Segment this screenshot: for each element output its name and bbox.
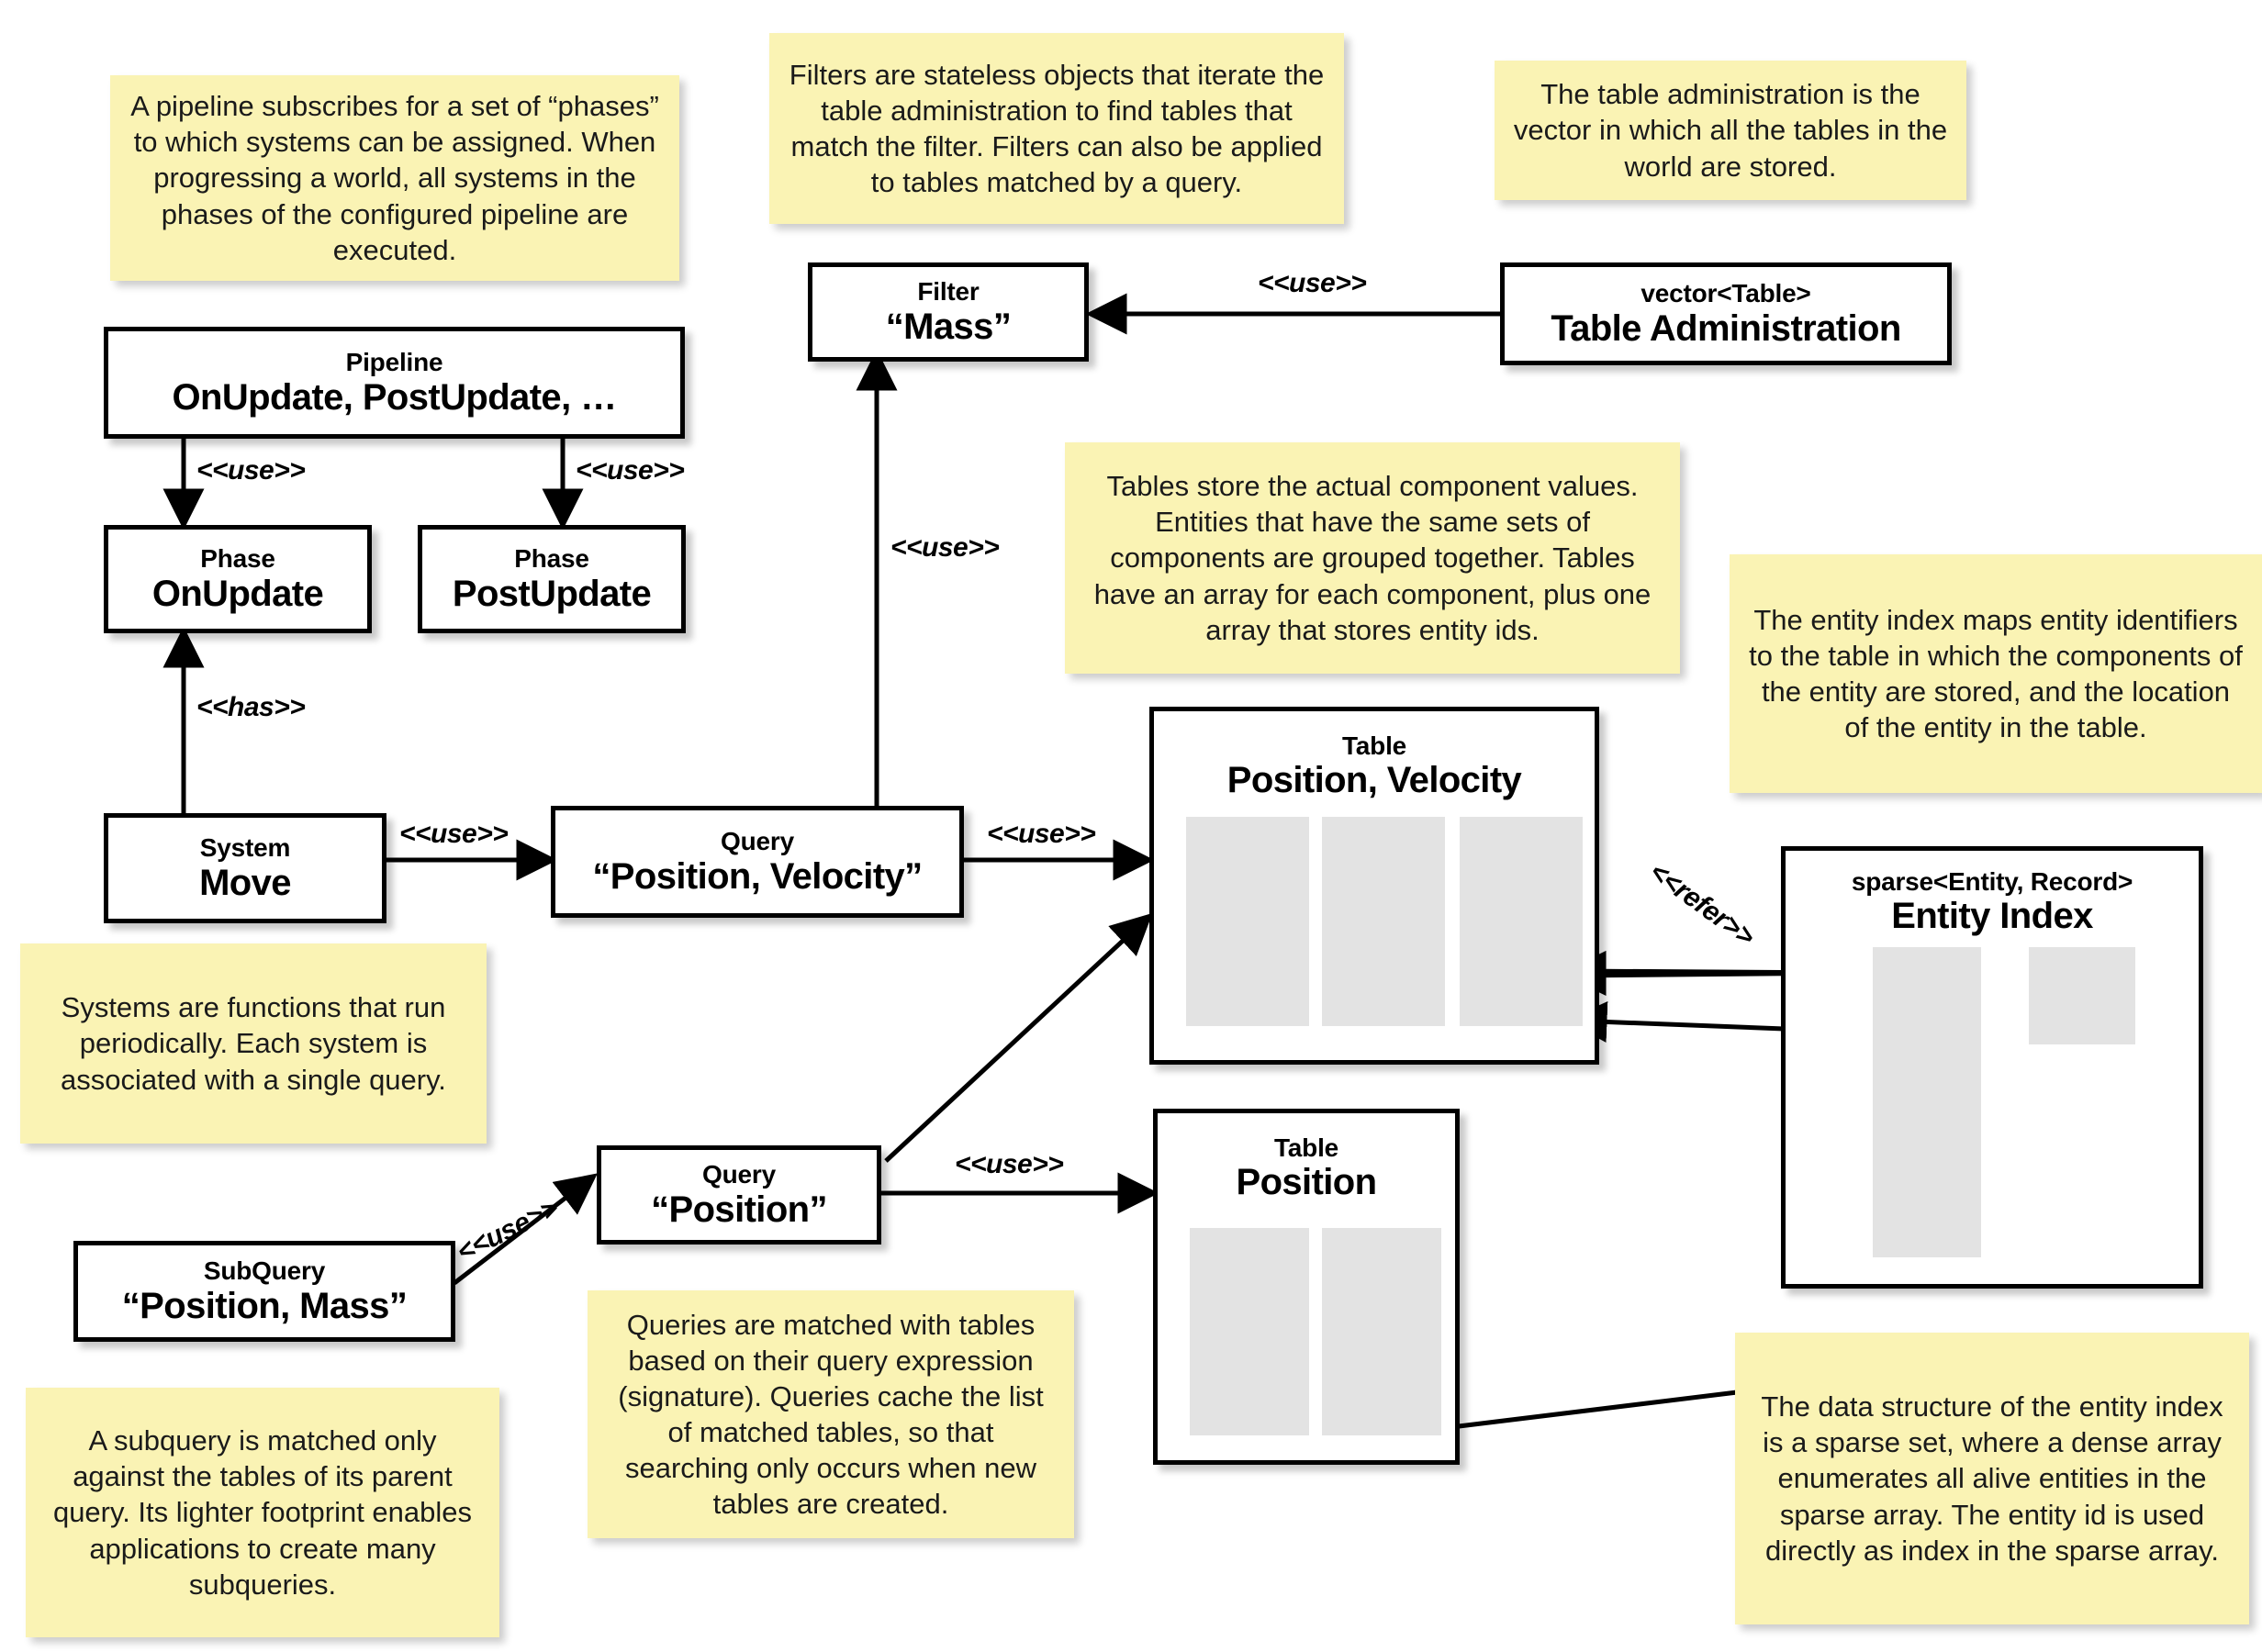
box-phase-onupdate-title: OnUpdate: [151, 573, 324, 614]
box-phase-postupdate-stereotype: Phase: [514, 544, 589, 574]
box-subquery-title: “Position, Mass”: [121, 1285, 408, 1326]
box-entity-index-title: Entity Index: [1891, 896, 2093, 937]
table-p-array-entity-ids: [1322, 1228, 1441, 1435]
box-filter-mass-title: “Mass”: [885, 306, 1012, 347]
box-filter-mass-stereotype: Filter: [917, 277, 980, 307]
note-queries-text: Queries are matched with tables based on…: [618, 1308, 1044, 1521]
note-tables: Tables store the actual component values…: [1065, 442, 1680, 674]
box-table-pv-stereotype: Table: [1341, 731, 1407, 760]
box-pipeline-title: OnUpdate, PostUpdate, …: [172, 376, 617, 418]
box-pipeline-stereotype: Pipeline: [345, 348, 443, 377]
note-pipeline-text: A pipeline subscribes for a set of “phas…: [130, 90, 659, 266]
table-p-array-position: [1190, 1228, 1309, 1435]
box-phase-postupdate-title: PostUpdate: [452, 573, 652, 614]
note-filter: Filters are stateless objects that itera…: [769, 33, 1344, 224]
note-subquery: A subquery is matched only against the t…: [26, 1388, 499, 1637]
edge-label-system-phase: <<has>>: [196, 692, 306, 722]
note-tables-text: Tables store the actual component values…: [1093, 470, 1652, 646]
box-table-admin-stereotype: vector<Table>: [1641, 279, 1811, 308]
note-table-admin: The table administration is the vector i…: [1495, 61, 1966, 200]
box-query-pv-stereotype: Query: [721, 827, 794, 856]
box-entity-index-stereotype: sparse<Entity, Record>: [1851, 867, 2133, 896]
wire-queryp-tablepv: [884, 912, 1153, 1163]
edge-label-pipeline-postupdate: <<use>>: [576, 455, 685, 486]
edge-label-admin-filter: <<use>>: [1258, 268, 1367, 298]
box-query-p-title: “Position”: [651, 1189, 827, 1230]
note-queries: Queries are matched with tables based on…: [588, 1290, 1074, 1538]
box-filter-mass[interactable]: Filter “Mass”: [808, 262, 1089, 362]
note-pipeline: A pipeline subscribes for a set of “phas…: [110, 75, 679, 281]
box-table-pv-title: Position, Velocity: [1226, 760, 1522, 801]
table-pv-array-velocity: [1322, 817, 1445, 1026]
note-filter-text: Filters are stateless objects that itera…: [789, 58, 1325, 199]
table-pv-array-position: [1186, 817, 1309, 1026]
entity-index-dense-array: [1873, 947, 1981, 1257]
box-entity-index[interactable]: sparse<Entity, Record> Entity Index: [1781, 846, 2203, 1289]
note-sparse-set-text: The data structure of the entity index i…: [1761, 1390, 2223, 1567]
box-table-p-title: Position: [1236, 1162, 1378, 1203]
box-subquery-position-mass[interactable]: SubQuery “Position, Mass”: [73, 1241, 455, 1342]
box-phase-onupdate-stereotype: Phase: [200, 544, 275, 574]
note-table-admin-text: The table administration is the vector i…: [1513, 78, 1948, 183]
note-sparse-set: The data structure of the entity index i…: [1735, 1333, 2249, 1624]
box-query-position-velocity[interactable]: Query “Position, Velocity”: [551, 806, 964, 918]
entity-index-sparse-array: [2029, 947, 2135, 1044]
edge-label-query-table-pv: <<use>>: [987, 819, 1096, 849]
box-query-pv-title: “Position, Velocity”: [592, 855, 923, 897]
box-pipeline[interactable]: Pipeline OnUpdate, PostUpdate, …: [104, 327, 685, 439]
box-system-move-stereotype: System: [199, 833, 291, 863]
note-systems-text: Systems are functions that run periodica…: [61, 991, 446, 1096]
box-query-position[interactable]: Query “Position”: [597, 1145, 881, 1245]
box-table-admin-title: Table Administration: [1551, 307, 1901, 349]
edge-label-query-filter: <<use>>: [890, 532, 1000, 563]
box-query-p-stereotype: Query: [702, 1160, 776, 1189]
note-entity-index-text: The entity index maps entity identifiers…: [1749, 603, 2243, 744]
table-pv-array-entity-ids: [1460, 817, 1583, 1026]
box-system-move-title: Move: [199, 862, 291, 903]
note-subquery-text: A subquery is matched only against the t…: [52, 1424, 473, 1601]
box-subquery-stereotype: SubQuery: [203, 1256, 326, 1286]
note-entity-index: The entity index maps entity identifiers…: [1730, 554, 2262, 793]
wire-subquery-queryp: [453, 1173, 598, 1285]
edge-label-pipeline-onupdate: <<use>>: [196, 455, 306, 486]
edge-label-system-query: <<use>>: [399, 819, 509, 849]
box-system-move[interactable]: System Move: [104, 813, 386, 923]
box-phase-postupdate[interactable]: Phase PostUpdate: [418, 525, 686, 633]
note-systems: Systems are functions that run periodica…: [20, 943, 487, 1144]
box-table-administration[interactable]: vector<Table> Table Administration: [1500, 262, 1952, 365]
box-phase-onupdate[interactable]: Phase OnUpdate: [104, 525, 372, 633]
box-table-p-stereotype: Table: [1273, 1133, 1339, 1162]
edge-label-query-table-p: <<use>>: [955, 1149, 1064, 1179]
